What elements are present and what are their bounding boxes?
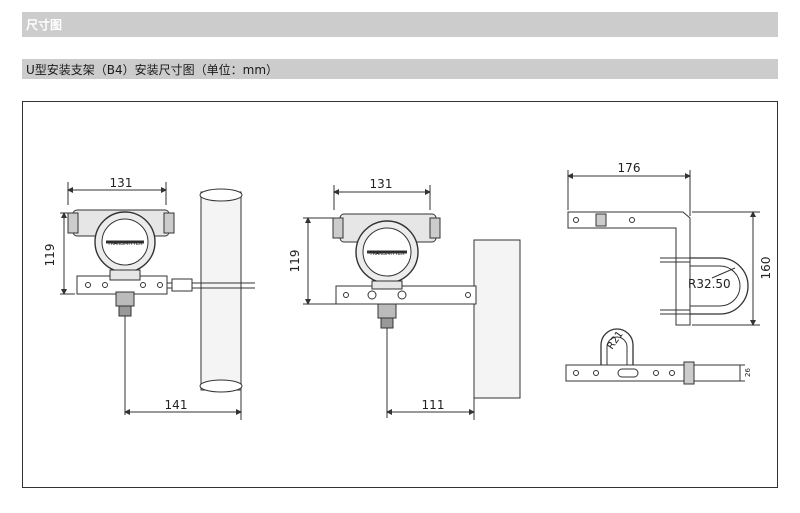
right-radius-small: R21 [605,329,625,351]
middle-wall [473,239,521,399]
right-thickness: 26 [744,368,752,377]
right-view [565,170,760,385]
right-l-bracket [567,211,691,326]
middle-top-width: 131 [370,177,393,191]
right-radius-large: R32.50 [688,277,731,291]
right-small-u [600,328,634,365]
left-device-label: TRANSMITTER [106,241,143,247]
middle-view [303,185,521,420]
section-bar: U型安装支架（B4）安装尺寸图（单位：mm） [22,59,778,79]
header-bar: 尺寸图 [22,12,778,37]
header-title: 尺寸图 [26,18,63,32]
middle-height: 119 [288,250,302,273]
left-view [60,182,255,420]
right-height: 160 [759,257,773,280]
section-title: U型安装支架（B4）安装尺寸图（单位：mm） [26,63,279,77]
left-height: 119 [43,244,57,267]
right-top-width: 176 [618,161,641,175]
middle-device-label: TRANSMITTER [368,251,405,257]
right-flat-bracket [565,364,685,382]
drawing-frame [22,101,778,488]
left-top-width: 131 [110,176,133,190]
left-bottom-width: 141 [165,398,188,412]
left-pipe [199,188,243,393]
middle-bottom-width: 111 [422,398,445,412]
